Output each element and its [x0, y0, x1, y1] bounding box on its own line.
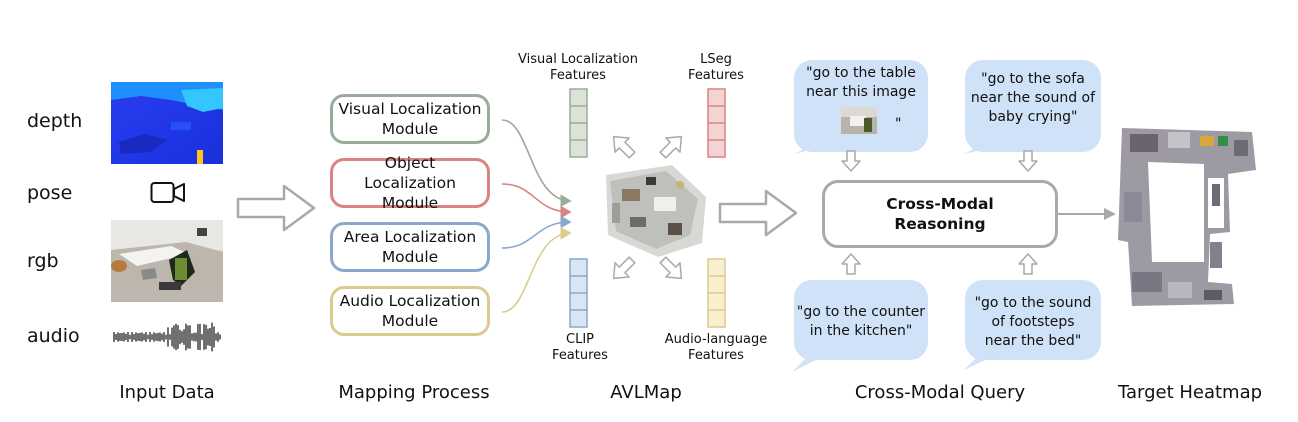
connector-audio [501, 226, 572, 313]
arrow-to-heatmap [1058, 208, 1116, 220]
query-1-text: "go to the table near this image [806, 65, 916, 100]
speech-bubble-3 [794, 280, 928, 360]
query-1-close-quote: " [895, 116, 902, 132]
feature-label-audio: Audio-language Features [664, 332, 768, 363]
hollow-arrow-to-reasoning [718, 189, 798, 237]
input-label-depth: depth [27, 110, 83, 132]
module-connectors [501, 119, 572, 313]
feature-label-clip: CLIP Features [552, 332, 608, 363]
arrow-to-visual [612, 135, 636, 159]
avlmap-graphic [569, 88, 726, 328]
module-visual-localization: Visual Localization Module [330, 94, 490, 144]
connector-object [501, 183, 572, 219]
query-3-text: "go to the counter in the kitchen" [796, 304, 926, 339]
query-bubbles [792, 60, 1101, 372]
lseg-feature-stack [707, 88, 726, 158]
audio-waveform [113, 322, 221, 352]
query-2-text: "go to the sofa near the sound of baby c… [970, 71, 1096, 125]
depth-image [111, 82, 223, 164]
visual-feature-stack [569, 88, 588, 158]
speech-bubble-4 [965, 280, 1101, 360]
input-label-rgb: rgb [27, 250, 59, 272]
arrow-q4-up [1018, 253, 1038, 275]
connector-area [501, 215, 572, 249]
caption-cross-modal-query: Cross-Modal Query [854, 382, 1026, 403]
hollow-arrow-to-mapping [236, 184, 316, 232]
target-heatmap [1118, 128, 1256, 306]
speech-bubble-2 [965, 60, 1101, 152]
rgb-image [111, 220, 223, 302]
camera-icon [150, 182, 185, 203]
arrow-q1-down [841, 150, 861, 172]
caption-input-data: Input Data [119, 382, 215, 403]
feature-label-lseg: LSeg Features [688, 52, 744, 83]
caption-avlmap: AVLMap [610, 382, 682, 403]
arrow-to-audio-features [659, 256, 683, 280]
arrow-q2-down [1018, 150, 1038, 172]
speech-bubble-1 [794, 60, 928, 152]
arrow-to-lseg [659, 135, 683, 159]
query-4-text: "go to the sound of footsteps near the b… [974, 295, 1092, 349]
caption-mapping-process: Mapping Process [338, 382, 490, 403]
feature-label-visual: Visual Localization Features [518, 52, 638, 83]
connector-visual [501, 119, 572, 208]
cross-modal-reasoning-box: Cross-Modal Reasoning [822, 180, 1058, 248]
arrow-q3-up [841, 253, 861, 275]
avlmap-3d-render [606, 165, 706, 257]
query-image-thumbnail [841, 107, 877, 134]
module-object-localization: Object Localization Module [330, 154, 490, 212]
heatmap-map [1118, 128, 1256, 306]
arrow-to-clip [612, 256, 636, 280]
caption-target-heatmap: Target Heatmap [1117, 382, 1263, 403]
module-area-localization: Area Localization Module [330, 222, 490, 272]
module-audio-localization: Audio Localization Module [330, 286, 490, 336]
input-label-audio: audio [27, 325, 80, 347]
clip-feature-stack [569, 258, 588, 328]
input-label-pose: pose [27, 182, 73, 204]
audio-feature-stack [707, 258, 726, 328]
